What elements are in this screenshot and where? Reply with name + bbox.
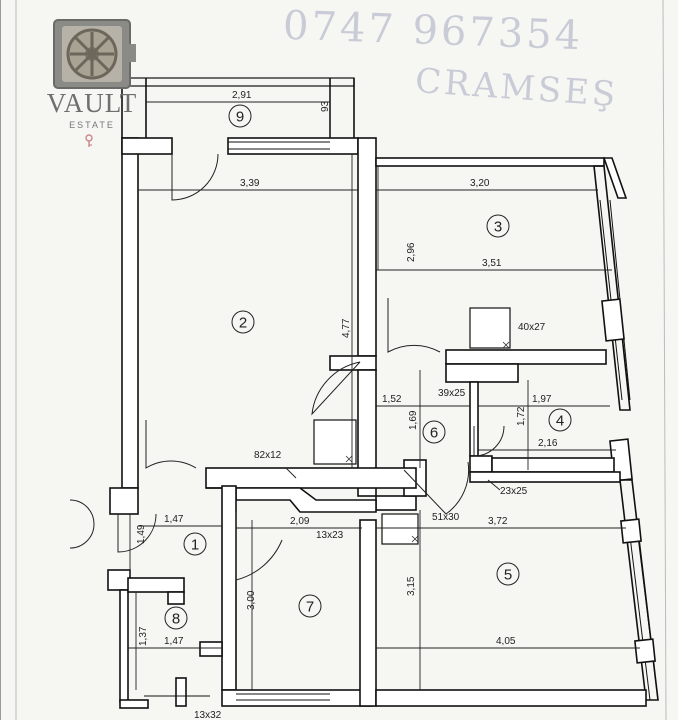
dim-closet8: 13x32 [194, 710, 222, 720]
logo-brand: VAULT [46, 88, 138, 118]
dim-r3-bottom: 3,51 [482, 258, 502, 269]
vault-estate-logo: VAULT ESTATE [34, 16, 150, 151]
dim-r8-width: 1,47 [164, 636, 184, 647]
dim-r5-height: 3,15 [406, 576, 417, 596]
room-label-1: 1 [191, 537, 199, 554]
logo-subtitle: ESTATE [69, 120, 115, 130]
ducts [313, 307, 511, 545]
dim-r3-top: 3,20 [470, 178, 490, 189]
dim-closet3: 40x27 [518, 322, 546, 333]
dim-closet2: 82x12 [254, 450, 282, 461]
room-label-3: 3 [494, 219, 502, 236]
walls [107, 77, 659, 709]
vault-wheel-icon [53, 19, 136, 89]
room-label-8: 8 [172, 611, 180, 628]
dim-r6-height: 1,69 [408, 410, 419, 430]
room-label-4: 4 [556, 413, 564, 430]
dim-r4-top: 1,97 [532, 394, 552, 405]
dim-r2-width: 3,39 [240, 178, 260, 189]
dim-r4-bottom: 2,16 [538, 438, 558, 449]
dim-r1-height: 1,49 [136, 524, 147, 544]
dim-balcony-width: 2,91 [232, 90, 252, 101]
dim-closet4: 23x25 [500, 486, 528, 497]
dim-r7-height: 3,00 [246, 590, 257, 610]
room-label-5: 5 [504, 567, 512, 584]
dim-r2-height: 4,77 [341, 318, 352, 338]
dim-closet6: 39x25 [438, 388, 466, 399]
dim-r5-bottom: 4,05 [496, 636, 516, 647]
room-circles [164, 104, 572, 630]
room-label-6: 6 [430, 425, 438, 442]
dim-r8-height: 1,37 [138, 626, 149, 646]
room-label-9: 9 [236, 109, 244, 126]
door-swings [69, 153, 505, 581]
dim-r4-height: 1,72 [516, 406, 527, 426]
dim-balcony-depth: 93 [320, 100, 331, 112]
dim-r3-height: 2,96 [406, 242, 417, 262]
room-label-7: 7 [306, 599, 314, 616]
key-icon [85, 134, 93, 147]
dimension-lines [128, 86, 640, 690]
dim-r5-top: 3,72 [488, 516, 508, 527]
dim-closet7: 13x23 [316, 530, 344, 541]
dim-closet5: 51x30 [432, 512, 460, 523]
room-label-2: 2 [239, 315, 247, 332]
dim-r1-width: 1,47 [164, 514, 184, 525]
dim-r6-width: 1,52 [382, 394, 402, 405]
dim-r7-width: 2,09 [290, 516, 310, 527]
